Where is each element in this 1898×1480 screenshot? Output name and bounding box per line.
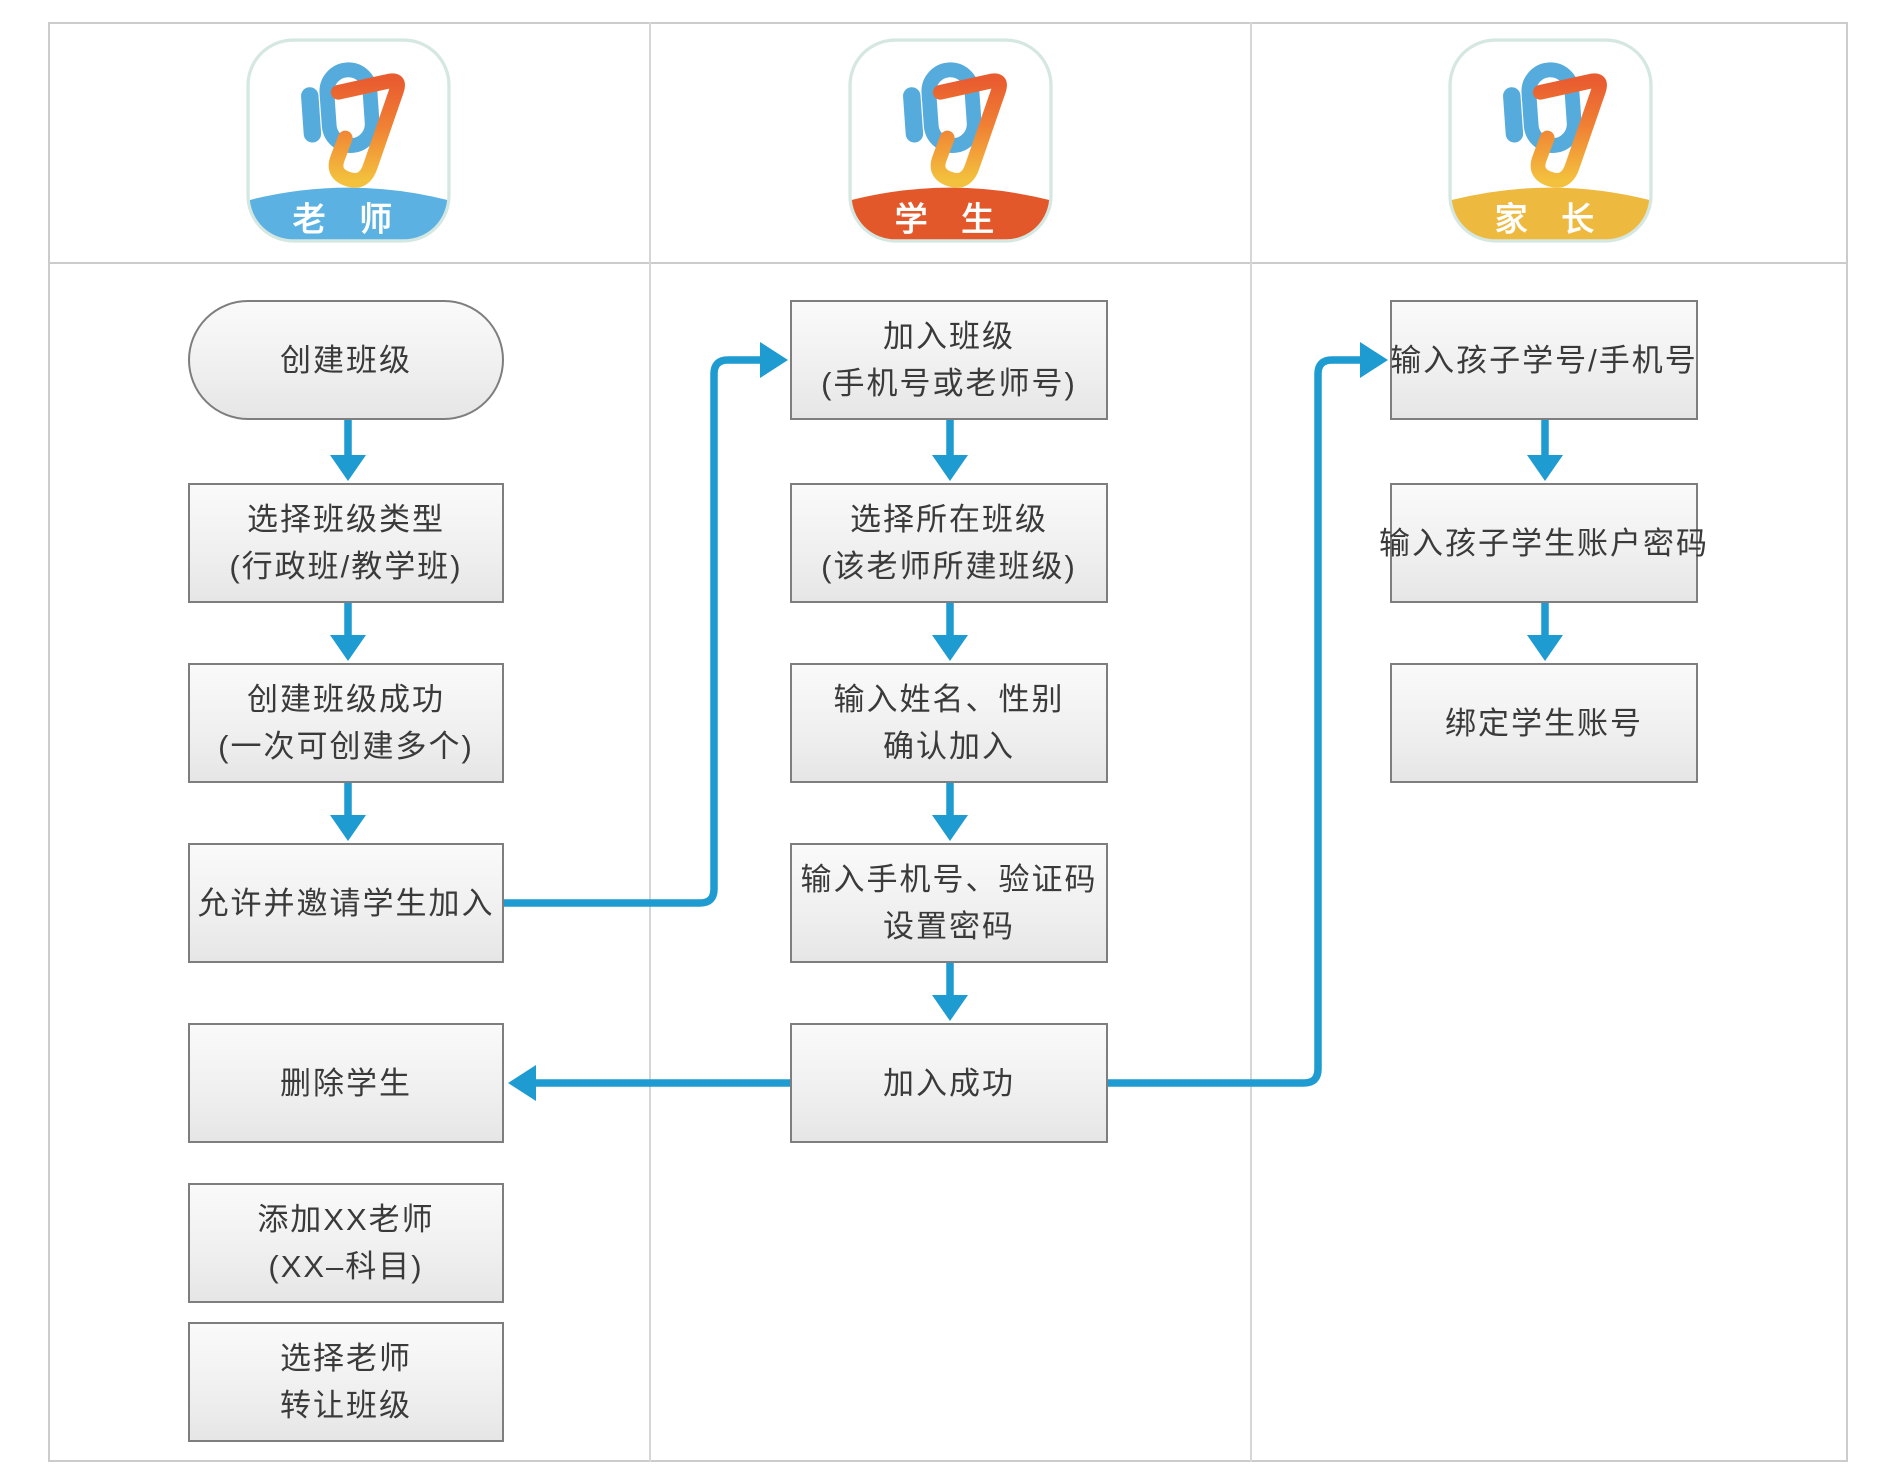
node-create-class-success: 创建班级成功 (一次可创建多个) <box>188 663 504 783</box>
node-join-class: 加入班级 (手机号或老师号) <box>790 300 1108 420</box>
node-enter-child-password: 输入孩子学生账户密码 <box>1379 483 1707 603</box>
node-text: 创建班级 <box>280 342 412 378</box>
node-text: 删除学生 <box>280 1065 412 1101</box>
node-text: 加入成功 <box>883 1065 1015 1101</box>
node-text: (该老师所建班级) <box>821 549 1077 584</box>
node-text: 选择班级类型 <box>247 502 445 537</box>
node-text: 绑定学生账号 <box>1445 705 1643 741</box>
logo-07-icon <box>1503 62 1607 188</box>
node-text: 输入姓名、性别 <box>833 682 1065 717</box>
teacher-banner <box>248 187 449 241</box>
node-join-success: 加入成功 <box>790 1023 1108 1143</box>
node-enter-child-id: 输入孩子学号/手机号 <box>1390 300 1698 420</box>
logo-07-icon <box>903 62 1007 188</box>
column-divider-2 <box>1250 22 1252 1462</box>
node-bind-student-account: 绑定学生账号 <box>1390 663 1698 783</box>
node-text: 添加XX老师 <box>257 1202 435 1237</box>
parent-app-icon: 家 长 <box>1448 38 1653 243</box>
node-transfer-class: 选择老师 转让班级 <box>188 1322 504 1442</box>
column-divider-1 <box>649 22 651 1462</box>
node-text: 创建班级成功 <box>247 682 445 717</box>
node-text: 加入班级 <box>883 319 1015 354</box>
node-create-class: 创建班级 <box>188 300 504 420</box>
node-text: (一次可创建多个) <box>218 729 474 764</box>
student-banner <box>850 187 1051 241</box>
teacher-app-icon: 老 师 <box>246 38 451 243</box>
node-enter-phone-code: 输入手机号、验证码 设置密码 <box>790 843 1108 963</box>
header-divider-line <box>48 262 1848 264</box>
node-enter-name-gender: 输入姓名、性别 确认加入 <box>790 663 1108 783</box>
node-text: 设置密码 <box>883 909 1015 944</box>
node-invite-students: 允许并邀请学生加入 <box>188 843 504 963</box>
node-delete-student: 删除学生 <box>188 1023 504 1143</box>
node-text: 选择所在班级 <box>850 502 1048 537</box>
parent-banner <box>1450 187 1651 241</box>
node-add-teacher: 添加XX老师 (XX–科目) <box>188 1183 504 1303</box>
node-select-joined-class: 选择所在班级 (该老师所建班级) <box>790 483 1108 603</box>
node-text: 确认加入 <box>883 729 1015 764</box>
node-text: 允许并邀请学生加入 <box>197 885 495 921</box>
teacher-icon-label: 老 师 <box>293 201 405 238</box>
student-icon-label: 学 生 <box>895 201 1007 238</box>
node-text: (手机号或老师号) <box>821 366 1077 401</box>
node-text: (行政班/教学班) <box>229 549 463 584</box>
node-text: 输入孩子学生账户密码 <box>1379 525 1709 561</box>
node-text: 输入孩子学号/手机号 <box>1390 342 1698 378</box>
node-text: 输入手机号、验证码 <box>800 862 1098 897</box>
node-text: 选择老师 <box>280 1341 412 1376</box>
student-app-icon: 学 生 <box>848 38 1053 243</box>
node-select-class-type: 选择班级类型 (行政班/教学班) <box>188 483 504 603</box>
logo-07-icon <box>301 62 405 188</box>
node-text: 转让班级 <box>280 1388 412 1423</box>
node-text: (XX–科目) <box>268 1249 424 1284</box>
parent-icon-label: 家 长 <box>1495 201 1607 238</box>
table-outer-border <box>48 22 1848 1462</box>
